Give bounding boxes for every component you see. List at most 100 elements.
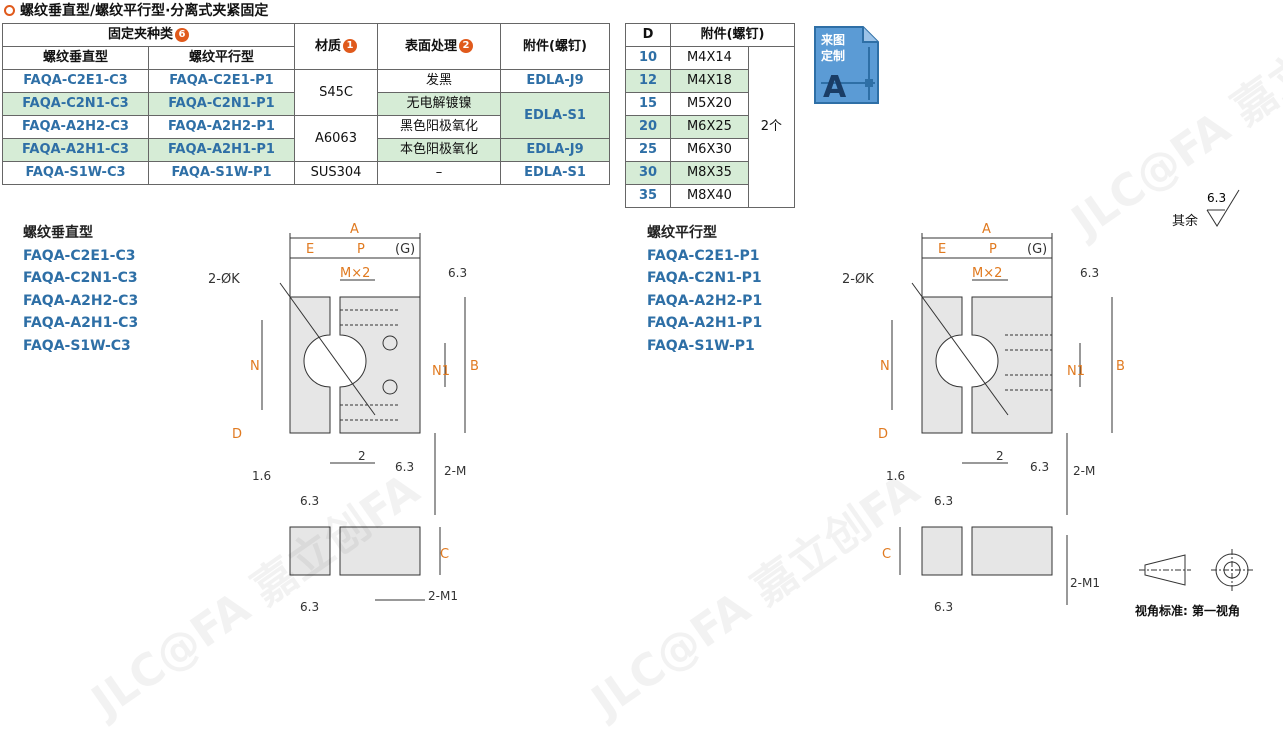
roughness-label: 6.3 <box>1080 266 1099 280</box>
dim-2m1: 2-M1 <box>1070 576 1100 590</box>
roughness-label: 6.3 <box>395 460 414 474</box>
material-cell: SUS304 <box>294 161 378 185</box>
svg-text:6.3: 6.3 <box>1207 191 1226 205</box>
dim-2m1: 2-M1 <box>428 589 458 603</box>
surface-cell: – <box>377 161 501 185</box>
dim-n1: N1 <box>1067 364 1085 379</box>
dim-k: 2-ØK <box>842 272 874 287</box>
dim-2m: 2-M <box>1073 464 1095 478</box>
part-number: FAQA-A2H2-C3 <box>2 115 149 139</box>
dim-k: 2-ØK <box>208 272 240 287</box>
view-standard-label: 视角标准: 第一视角 <box>1135 604 1240 618</box>
list-item[interactable]: FAQA-A2H2-P1 <box>647 292 763 309</box>
custom-drawing-badge[interactable]: 来图 定制 A <box>813 25 880 105</box>
table-row: FAQA-A2H1-C3 FAQA-A2H1-P1 本色阳极氧化 EDLA-J9 <box>2 138 610 162</box>
roughness-label: 6.3 <box>1030 460 1049 474</box>
surface-cell: 本色阳极氧化 <box>377 138 501 162</box>
part-number: FAQA-A2H1-C3 <box>2 138 149 162</box>
other-roughness: 其余 <box>1172 214 1199 229</box>
part-number: FAQA-A2H2-P1 <box>148 115 295 139</box>
dim-b: B <box>470 359 479 374</box>
dim-g: (G) <box>1027 242 1047 257</box>
part-number: FAQA-C2N1-P1 <box>148 92 295 116</box>
roughness-label: 6.3 <box>300 494 319 508</box>
table-row: FAQA-C2E1-C3 FAQA-C2E1-P1 S45C 发黑 EDLA-J… <box>2 69 610 116</box>
dim-2m: 2-M <box>444 464 466 478</box>
surface-cell: 无电解镀镍 <box>377 92 501 116</box>
header-vertical: 螺纹垂直型 <box>2 46 149 70</box>
dim-e: E <box>306 242 314 257</box>
qty-cell: 2个 <box>747 46 796 208</box>
roughness-label: 1.6 <box>886 469 905 483</box>
surface-cell: 发黑 <box>377 69 501 93</box>
parallel-type-drawing: A E P (G) M×2 2-ØK N N1 B D C 6.3 1.6 2 … <box>842 222 1125 614</box>
watermark: JLC@FA 嘉立创FA <box>1062 0 1283 248</box>
table-row: FAQA-C2N1-C3 FAQA-C2N1-P1 无电解镀镍 EDLA-S1 <box>2 92 610 139</box>
dim-p: P <box>357 242 365 257</box>
roughness-label: 6.3 <box>448 266 467 280</box>
badge-line2: 定制 <box>821 48 845 63</box>
part-number: FAQA-S1W-P1 <box>148 161 295 185</box>
dim-mx2: M×2 <box>340 266 370 281</box>
dim-mx2: M×2 <box>972 266 1002 281</box>
vertical-type-list: 螺纹垂直型 FAQA-C2E1-C3 FAQA-C2N1-C3 FAQA-A2H… <box>23 222 138 357</box>
badge-letter: A <box>823 70 847 105</box>
roughness-label: 6.3 <box>934 494 953 508</box>
header-parallel: 螺纹平行型 <box>148 46 295 70</box>
material-cell: S45C <box>294 69 378 116</box>
list-item[interactable]: FAQA-C2N1-P1 <box>647 270 762 286</box>
list-item[interactable]: FAQA-C2E1-C3 <box>23 247 136 264</box>
list-heading: 螺纹垂直型 <box>23 225 93 241</box>
accessory-cell: EDLA-J9 <box>500 69 610 93</box>
dim-c: C <box>882 547 891 562</box>
dim-g: (G) <box>395 242 415 257</box>
list-item[interactable]: FAQA-A2H1-C3 <box>23 315 139 331</box>
dim-n: N <box>250 359 260 374</box>
list-item[interactable]: FAQA-C2N1-C3 <box>23 270 138 286</box>
roughness-label: 6.3 <box>934 600 953 614</box>
part-number: FAQA-C2E1-P1 <box>148 69 295 93</box>
vertical-type-drawing: A E P (G) M×2 2-ØK N N1 B D C 6.3 1.6 2 … <box>208 222 479 614</box>
dim-n: N <box>880 359 890 374</box>
list-item[interactable]: FAQA-C2E1-P1 <box>647 247 760 264</box>
list-item[interactable]: FAQA-A2H2-C3 <box>23 292 139 309</box>
part-number: FAQA-S1W-C3 <box>2 161 149 185</box>
list-item[interactable]: FAQA-S1W-C3 <box>23 337 131 354</box>
dim-n1: N1 <box>432 364 450 379</box>
dim-b: B <box>1116 359 1125 374</box>
accessory-cell: EDLA-J9 <box>500 138 610 162</box>
parallel-type-list: 螺纹平行型 FAQA-C2E1-P1 FAQA-C2N1-P1 FAQA-A2H… <box>647 222 762 357</box>
roughness-label: 6.3 <box>300 600 319 614</box>
projection-symbol-icon <box>1139 549 1253 591</box>
dim-p: P <box>989 242 997 257</box>
dim-d: D <box>232 427 242 442</box>
dim-d: D <box>878 427 888 442</box>
part-number: FAQA-C2E1-C3 <box>2 69 149 93</box>
part-number: FAQA-C2N1-C3 <box>2 92 149 116</box>
list-item[interactable]: FAQA-A2H1-P1 <box>647 315 763 331</box>
material-cell: A6063 <box>294 115 378 162</box>
badge-line1: 来图 <box>820 32 845 47</box>
dim-2: 2 <box>358 449 366 463</box>
dim-e: E <box>938 242 946 257</box>
roughness-label: 1.6 <box>252 469 271 483</box>
dim-c: C <box>440 547 449 562</box>
header-d: D <box>624 23 672 47</box>
part-number: FAQA-A2H1-P1 <box>148 138 295 162</box>
circle-icon <box>4 4 15 16</box>
header-screw: 附件(螺钉) <box>670 23 795 47</box>
dim-2: 2 <box>996 449 1004 463</box>
list-item[interactable]: FAQA-S1W-P1 <box>647 337 755 354</box>
surface-cell: 黑色阳极氧化 <box>377 115 501 139</box>
roughness-symbol-icon: 6.3 <box>1206 189 1240 227</box>
